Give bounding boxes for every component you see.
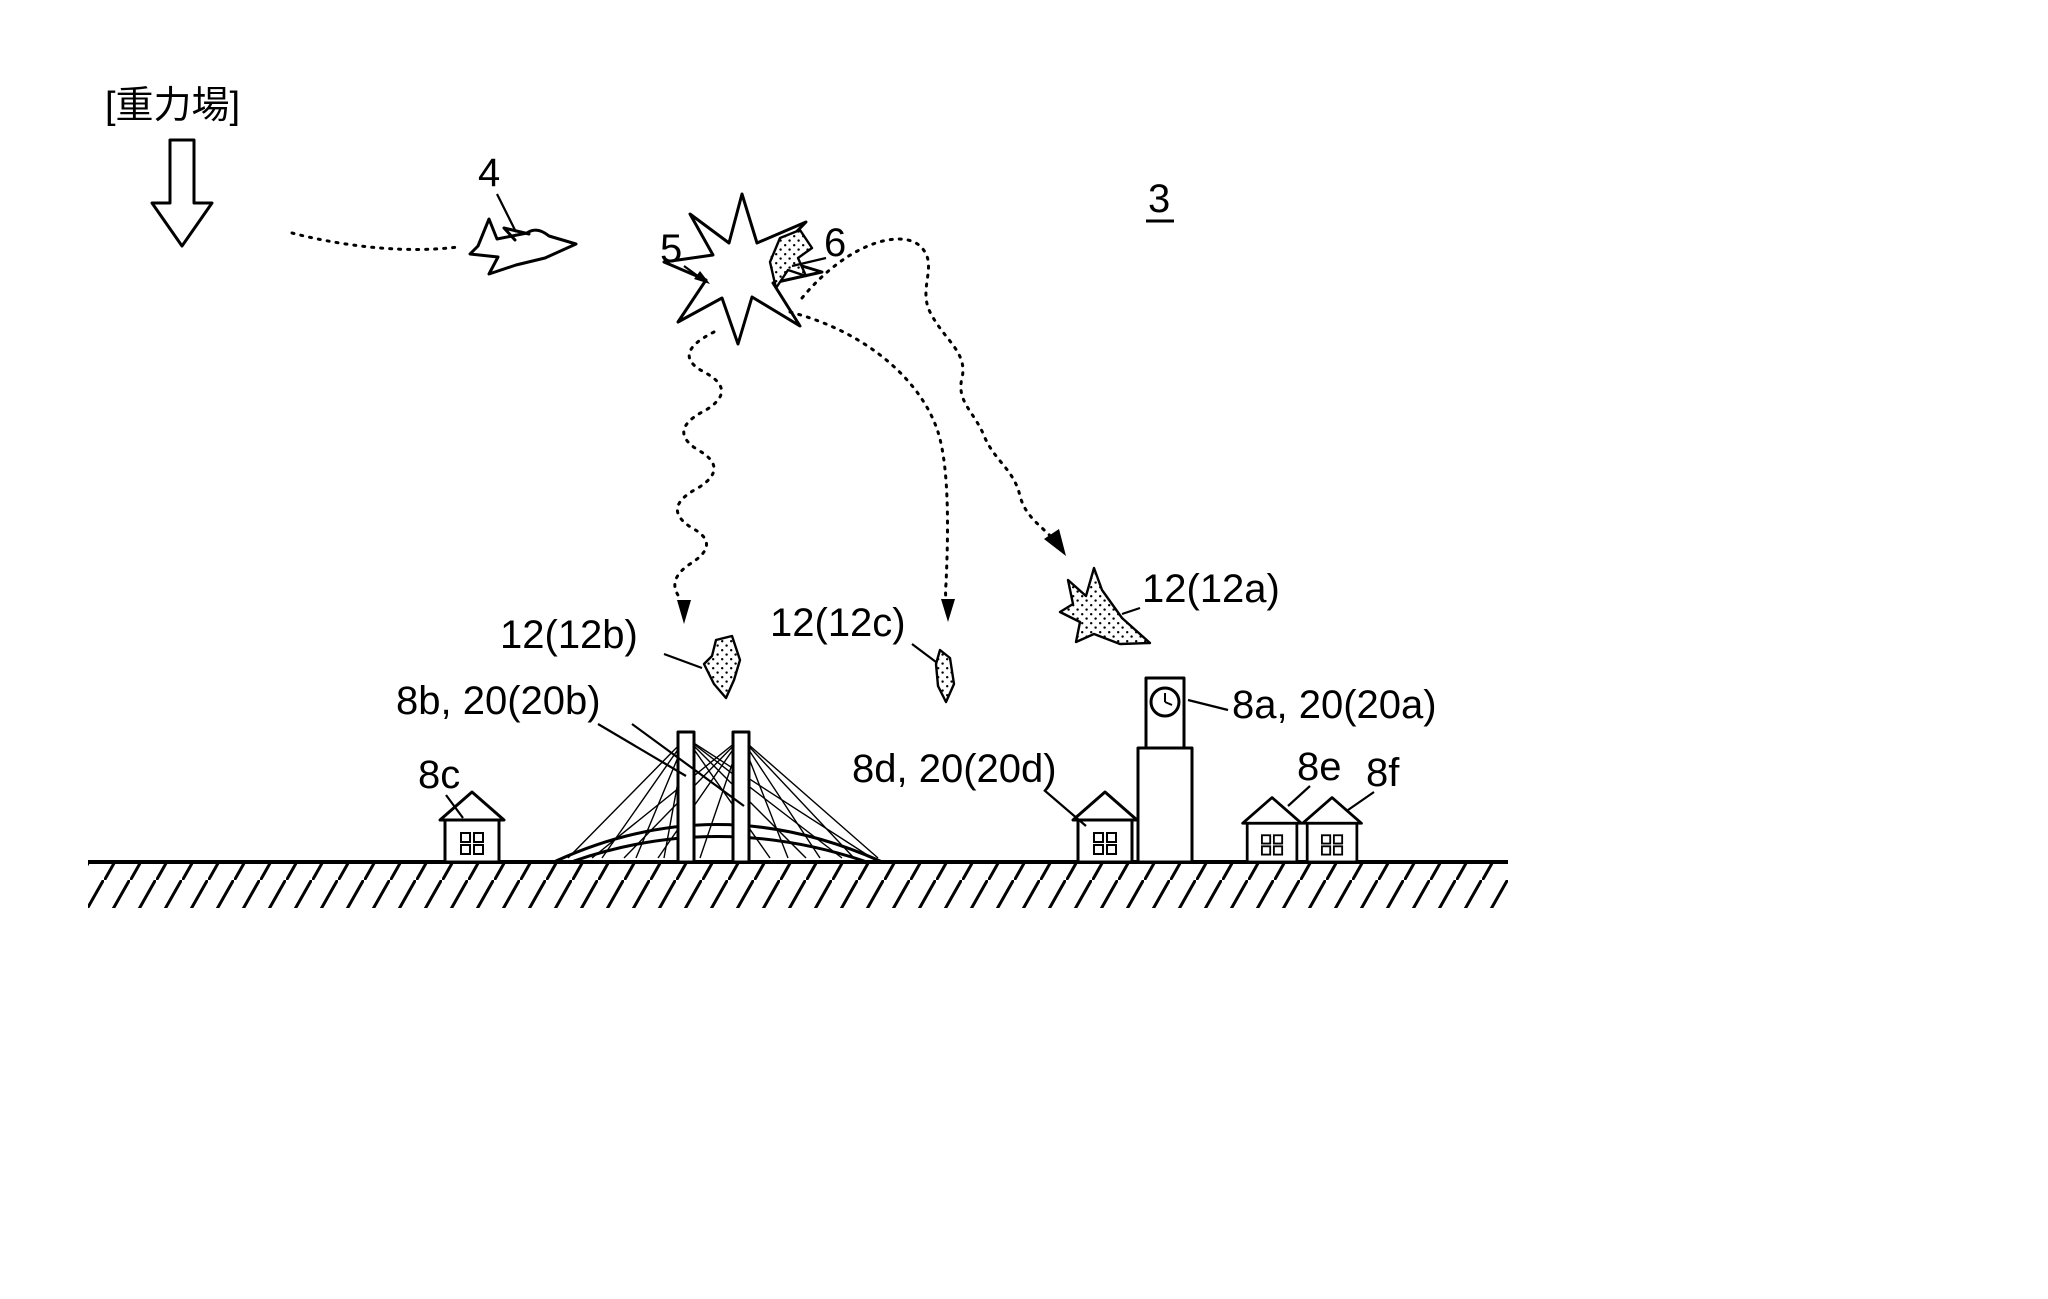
debris-12c-leader bbox=[911, 643, 937, 663]
bridge-8b-label: 8b, 20(20b) bbox=[396, 679, 601, 723]
entry-trajectory bbox=[290, 231, 460, 251]
house-8e-leader bbox=[1287, 785, 1311, 807]
craft-6-label: 6 bbox=[824, 221, 846, 265]
explosion-5-label: 5 bbox=[660, 227, 682, 271]
aircraft-4 bbox=[468, 217, 578, 276]
debris-12a bbox=[1058, 566, 1152, 646]
clock-tower-8a bbox=[1136, 676, 1194, 864]
bridge-8b-leader-2 bbox=[631, 723, 745, 807]
debris-12c-label: 12(12c) bbox=[770, 601, 906, 645]
debris-12b-label: 12(12b) bbox=[500, 613, 638, 657]
trajectory-debris-a-arrowhead bbox=[1044, 529, 1066, 556]
debris-12b-leader bbox=[663, 652, 703, 670]
gravity-field-label: [重力場] bbox=[105, 85, 240, 127]
house-8e-label: 8e bbox=[1297, 745, 1342, 789]
clock-tower-8a-label: 8a, 20(20a) bbox=[1232, 683, 1437, 727]
house-8d-label: 8d, 20(20d) bbox=[852, 747, 1057, 791]
house-8f-label: 8f bbox=[1366, 751, 1400, 795]
debris-12a-label: 12(12a) bbox=[1142, 567, 1280, 611]
trajectory-debris-c bbox=[788, 310, 950, 604]
house-8d bbox=[1071, 790, 1139, 864]
house-8c-leader bbox=[445, 794, 464, 819]
house-8d-leader bbox=[1043, 789, 1087, 827]
house-8e bbox=[1241, 796, 1303, 864]
ground-hatching bbox=[88, 864, 1508, 908]
house-8c bbox=[438, 790, 506, 864]
explosion-5 bbox=[662, 192, 824, 346]
gravity-down-arrow-icon bbox=[150, 138, 214, 248]
trajectory-debris-b bbox=[673, 330, 723, 600]
aircraft-4-leader bbox=[496, 193, 517, 233]
aircraft-4-label: 4 bbox=[478, 151, 500, 195]
craft-6-leader bbox=[791, 256, 827, 268]
clock-tower-8a-leader bbox=[1187, 698, 1229, 712]
damaged-craft-6 bbox=[768, 228, 814, 290]
house-8f-leader bbox=[1347, 791, 1375, 811]
debris-12c bbox=[934, 648, 956, 704]
bridge-8b-leader-1 bbox=[597, 723, 687, 777]
trajectory-debris-a bbox=[800, 237, 1056, 542]
trajectory-debris-c-arrowhead bbox=[941, 599, 955, 622]
house-8c-label: 8c bbox=[418, 753, 460, 797]
explosion-5-arrowhead bbox=[694, 271, 710, 284]
figure-ref-label: 3 bbox=[1148, 177, 1170, 221]
bridge-8b bbox=[554, 730, 882, 864]
debris-12a-leader bbox=[1121, 606, 1141, 616]
debris-12b bbox=[702, 634, 742, 700]
trajectory-debris-b-arrowhead bbox=[677, 600, 691, 624]
